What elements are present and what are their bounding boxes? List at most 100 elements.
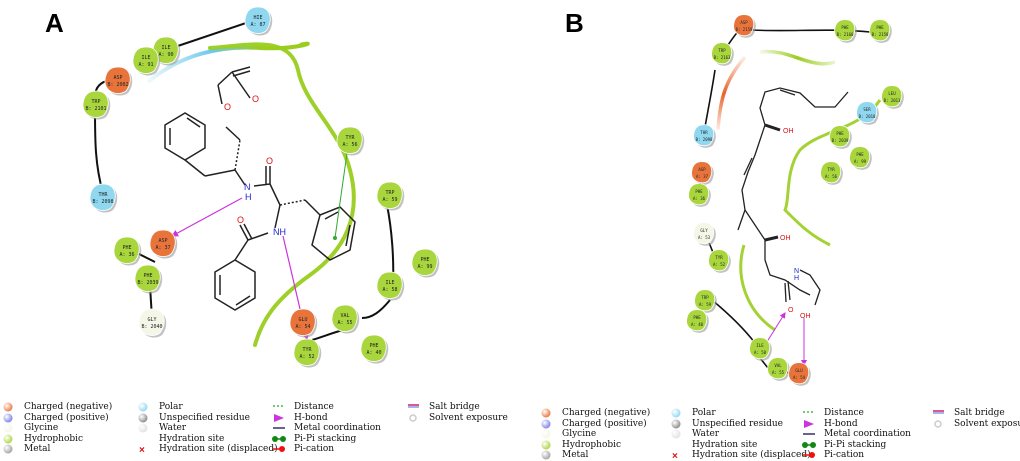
legend-label: Polar	[159, 402, 183, 412]
residue-phe: PHE B: 2158	[869, 19, 892, 43]
residue-name: TYR	[715, 255, 723, 260]
residue-name: PHE	[836, 131, 844, 136]
legend-label: Glycine	[24, 423, 59, 433]
residue-name: PHE	[876, 25, 884, 30]
legend-label: Solvent exposure	[429, 412, 508, 423]
residue-number: B: 2040	[141, 324, 162, 330]
residue-number: B: 2158	[872, 32, 889, 37]
residue-name: TRP	[718, 48, 726, 53]
residue-name: ILE	[141, 55, 150, 61]
legend-label: Hydration site	[159, 433, 225, 444]
residue-number: B: 2159	[736, 27, 753, 32]
residue-name: PHE	[122, 245, 131, 251]
atom-label: OH	[783, 128, 794, 135]
legend-label: Charged (positive)	[24, 412, 109, 423]
residue-number: B: 2163	[714, 55, 731, 60]
legend-label: Salt bridge	[954, 408, 1005, 418]
residue-number: A: 37	[696, 174, 709, 179]
residue-number: A: 58	[382, 287, 397, 293]
residue-name: GLU	[795, 368, 803, 373]
legend-label: Charged (negative)	[562, 408, 651, 418]
panel-label-b: B	[565, 8, 584, 38]
legend-label: Hydrophobic	[24, 433, 84, 444]
legend-label: Charged (negative)	[24, 402, 113, 412]
residue-number: A: 37	[155, 245, 170, 251]
residue-number: B: 2013	[884, 98, 901, 103]
residue-name: GLY	[147, 317, 156, 323]
legend-label: Hydrophobic	[562, 439, 622, 450]
residue-name: ILE	[756, 343, 764, 348]
legend-label: Metal	[562, 450, 589, 460]
residue-number: A: 54	[295, 324, 310, 330]
svg-text:×: ×	[139, 445, 145, 454]
residue-number: A: 90	[158, 52, 173, 58]
residue-name: PHE	[143, 273, 152, 279]
legend-label: Unspecified residue	[159, 412, 250, 423]
residue-number: A: 40	[366, 350, 381, 356]
atom-label: O	[224, 102, 231, 112]
legend-label: H-bond	[824, 418, 858, 429]
atom-label: O	[237, 215, 244, 225]
residue-name: ASP	[113, 75, 122, 81]
residue-number: A: 59	[382, 197, 397, 203]
atom-label: O	[788, 307, 794, 314]
ligand-b-atoms: OH OH O N H OH	[780, 128, 811, 320]
residue-name: THR	[98, 192, 108, 198]
residue-name: PHE	[841, 25, 849, 30]
residue-number: B: 2098	[696, 137, 713, 142]
ligand-b	[737, 87, 849, 306]
residue-phe: PHE A: 40	[686, 309, 709, 333]
residue-name: PHE	[369, 343, 378, 349]
residue-name: ILE	[161, 45, 170, 51]
ligand-a	[164, 66, 356, 311]
residue-number: B: 2010	[859, 114, 876, 119]
residue-number: A: 55	[772, 370, 785, 375]
residue-number: A: 36	[693, 196, 706, 201]
atom-label: H	[245, 192, 252, 202]
residue-name: TRP	[91, 99, 100, 105]
backbone-lines	[699, 27, 871, 374]
pipi-line	[334, 152, 348, 239]
pocket-surface-charged	[716, 55, 747, 131]
atom-label: O	[266, 156, 273, 166]
residue-number: A: 52	[713, 262, 726, 267]
residue-name: PHE	[693, 315, 701, 320]
legend-label: Pi-cation	[824, 450, 865, 460]
atom-label: O	[252, 94, 259, 104]
svg-text:×: ×	[672, 451, 678, 460]
residue-tyr: TYR A: 52	[708, 249, 731, 273]
residue-name: TRP	[701, 295, 709, 300]
residue-number: B: 2101	[85, 106, 106, 112]
legend-label: Metal	[24, 444, 51, 454]
pocket-surface-hydrophobic	[208, 42, 356, 347]
residue-name: TYR	[827, 167, 835, 172]
legend-a: Charged (negative)Charged (positive)Glyc…	[2, 402, 517, 457]
residue-number: A: 87	[250, 22, 265, 28]
residue-number: A: 53	[698, 235, 711, 240]
residue-number: A: 40	[691, 322, 704, 327]
pocket-surface-hydrophobic	[739, 244, 776, 332]
residue-name: HIE	[253, 15, 262, 21]
legend-label: Distance	[824, 408, 864, 418]
residue-name: PHE	[856, 152, 864, 157]
legend-label: Distance	[294, 402, 334, 412]
residue-name: GLY	[700, 228, 708, 233]
